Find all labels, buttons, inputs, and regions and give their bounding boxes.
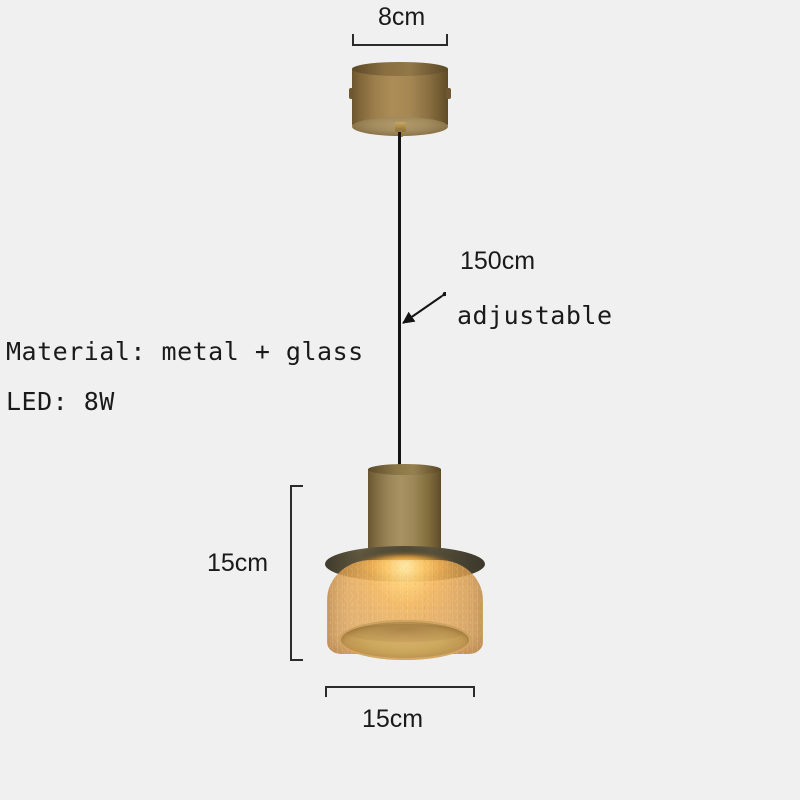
bracket-bar [325, 686, 475, 688]
canopy-screw-right [446, 88, 451, 99]
bracket-tick-right [473, 686, 475, 697]
bracket-tick-bottom [290, 659, 303, 661]
canopy-screw-left [349, 88, 354, 99]
cylinder-surface [368, 469, 441, 560]
bracket-tick-left [352, 34, 354, 46]
bracket-bar [352, 44, 448, 46]
shade-height-label: 15cm [207, 549, 269, 577]
canopy-body [352, 68, 448, 126]
brass-cylinder-body [368, 464, 441, 560]
bracket-tick-left [325, 686, 327, 697]
canopy-width-label: 8cm [378, 3, 426, 31]
cord-adjustable-label: adjustable [457, 301, 613, 330]
bracket-bar [290, 485, 292, 661]
glass-rim-edge [339, 620, 471, 660]
canopy-width-bracket [352, 34, 448, 46]
suspension-cord [398, 132, 401, 468]
cylinder-top-cap [368, 464, 441, 475]
shade-width-bracket [325, 686, 475, 698]
canopy-fixing-nut [395, 122, 406, 132]
ceiling-canopy [349, 62, 451, 137]
amber-glass-dome [327, 560, 483, 660]
shade-width-label: 15cm [362, 705, 424, 733]
bracket-tick-top [290, 485, 303, 487]
cord-length-label: 150cm [460, 247, 536, 275]
shade-height-bracket [290, 485, 303, 661]
cord-callout-arrow [402, 292, 446, 324]
led-spec-label: LED: 8W [6, 387, 115, 416]
material-spec-label: Material: metal + glass [6, 337, 364, 366]
canopy-top-cap [352, 62, 448, 76]
bracket-tick-right [446, 34, 448, 46]
